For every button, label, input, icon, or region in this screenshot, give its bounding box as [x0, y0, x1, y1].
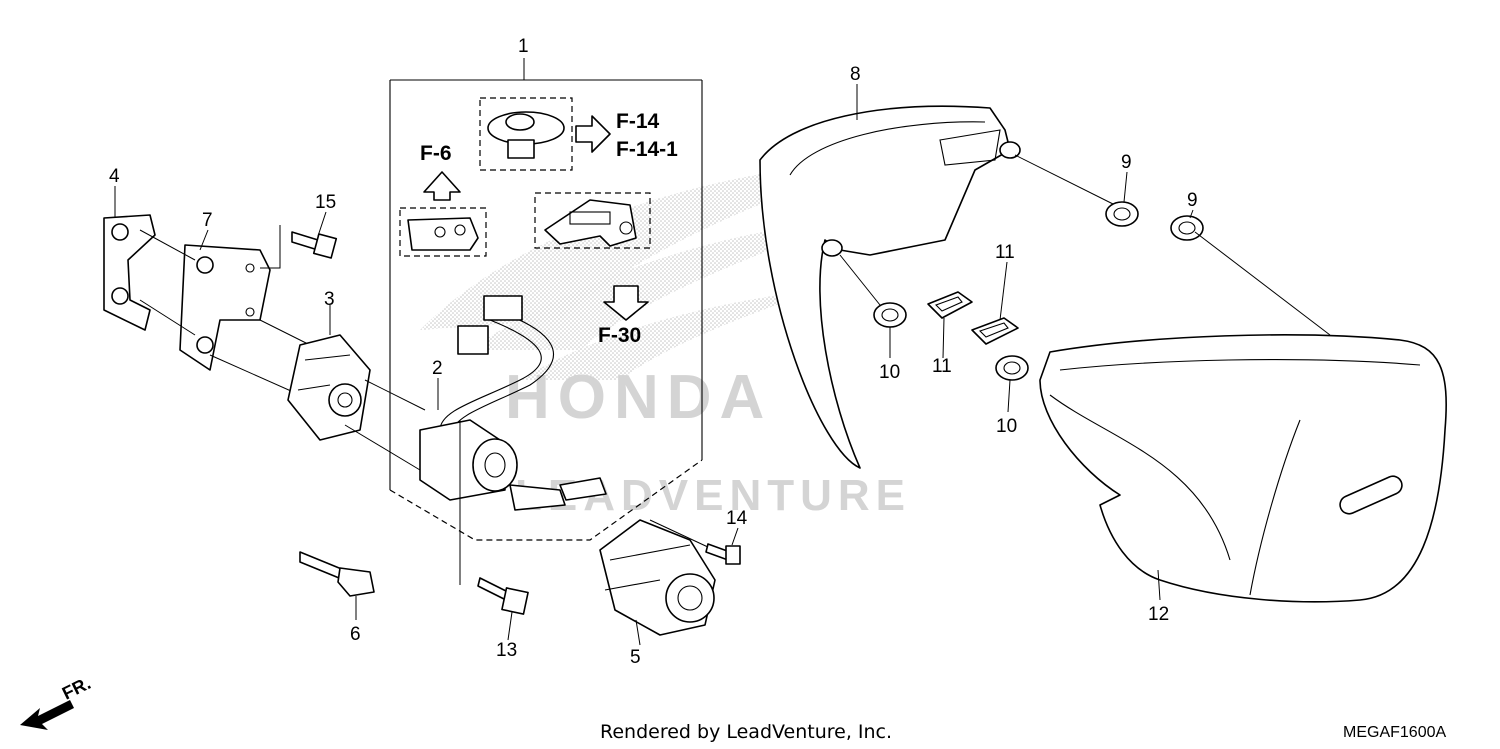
connector-cap-icon — [407, 217, 479, 251]
part-1-group-frame — [389, 58, 703, 541]
part-7-bracket — [179, 244, 271, 371]
callout-7: 7 — [202, 210, 213, 231]
part-8-inner-cover — [759, 105, 1021, 469]
connector-detail-box — [399, 207, 487, 257]
callout-11a: 11 — [932, 356, 952, 377]
part-6-key — [299, 551, 375, 597]
bracket-detail-box — [534, 192, 651, 249]
callout-9b: 9 — [1187, 190, 1198, 211]
callout-10a: 10 — [879, 362, 900, 383]
part-13-bolt — [477, 577, 529, 615]
part-5-cover — [599, 519, 716, 636]
wire-harness — [439, 295, 554, 433]
honda-wing-watermark — [420, 160, 880, 380]
part-9-grommet-a — [1105, 201, 1139, 227]
callout-15: 15 — [315, 192, 336, 213]
watermark-brand: HONDA — [505, 363, 772, 432]
footer-credit: Rendered by LeadVenture, Inc. — [600, 721, 892, 743]
ignition-switch — [419, 419, 607, 511]
part-10-grommet-a — [873, 302, 907, 328]
clip-detail-box — [479, 97, 573, 171]
part-14-screw — [705, 543, 741, 565]
part-3-lock — [287, 334, 371, 441]
callout-6: 6 — [350, 624, 361, 645]
clip-icon — [487, 111, 565, 159]
ref-f30: F-30 — [598, 324, 641, 347]
callout-10b: 10 — [996, 416, 1017, 437]
arrow-right-icon — [575, 115, 611, 153]
part-11-cushion-a — [927, 291, 973, 319]
part-15-bolt — [291, 231, 338, 259]
arrow-up-icon — [423, 171, 461, 201]
part-9-grommet-b — [1170, 215, 1204, 241]
callout-2: 2 — [432, 358, 443, 379]
part-4-plate — [103, 214, 156, 331]
part-11-cushion-b — [971, 317, 1019, 345]
direction-label: FR. — [59, 673, 94, 704]
callout-14: 14 — [726, 508, 748, 529]
callout-8: 8 — [850, 64, 861, 85]
callout-5: 5 — [630, 647, 641, 668]
ref-f6: F-6 — [420, 142, 452, 165]
ref-f14-1: F-14-1 — [616, 138, 678, 161]
callout-11b: 11 — [995, 242, 1015, 263]
callout-13: 13 — [496, 640, 517, 661]
callout-12: 12 — [1148, 604, 1169, 625]
callout-3: 3 — [324, 289, 335, 310]
bracket-icon — [544, 199, 637, 247]
ref-f14: F-14 — [616, 110, 660, 133]
callout-1: 1 — [518, 36, 529, 57]
callout-4: 4 — [109, 166, 120, 187]
front-arrow-icon — [20, 700, 74, 730]
diagram-code: MEGAF1600A — [1343, 724, 1446, 741]
part-10-grommet-b — [995, 355, 1029, 381]
arrow-down-icon — [603, 285, 649, 321]
part-12-side-cover — [1039, 334, 1447, 603]
callout-9a: 9 — [1121, 152, 1132, 173]
